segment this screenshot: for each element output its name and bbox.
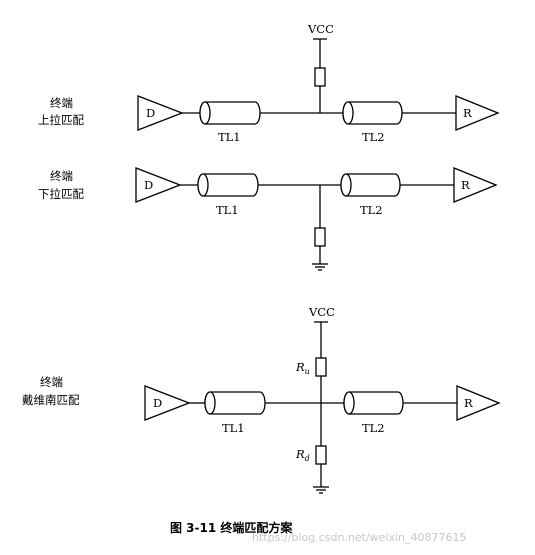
- driver-buffer: [135, 167, 182, 203]
- thevenin-title-line2: 戴维南匹配: [22, 393, 80, 407]
- thevenin-section: 终端 戴维南匹配 D TL1 TL2 VCC Ru: [22, 305, 501, 494]
- vcc-label: VCC: [307, 22, 334, 36]
- tl1-label: TL1: [222, 421, 245, 435]
- ground-icon: [312, 263, 328, 271]
- receiver-buffer: [453, 167, 498, 203]
- driver-label: D: [153, 396, 162, 410]
- driver-label: D: [146, 106, 155, 120]
- tl2-transmission-line: TL2: [340, 173, 401, 217]
- receiver-label: R: [464, 396, 473, 410]
- pull-down-title-line1: 终端: [50, 169, 73, 183]
- figure-caption: 图 3-11 终端匹配方案: [170, 520, 293, 535]
- ru-label: Ru: [295, 360, 310, 376]
- receiver-buffer: [455, 95, 500, 131]
- tl1-label: TL1: [218, 130, 241, 144]
- tl2-label: TL2: [362, 421, 385, 435]
- pull-down-title-line2: 下拉匹配: [38, 187, 84, 201]
- tl1-label: TL1: [216, 203, 239, 217]
- tl2-transmission-line: TL2: [343, 391, 404, 435]
- watermark-text: https://blog.csdn.net/weixin_40877615: [252, 531, 467, 544]
- receiver-buffer: [456, 385, 501, 421]
- tl1-transmission-line: TL1: [204, 391, 266, 435]
- tl1-transmission-line: TL1: [197, 173, 259, 217]
- pull-up-title-line1: 终端: [50, 96, 73, 110]
- tl2-transmission-line: TL2: [342, 101, 403, 144]
- tl2-label: TL2: [360, 203, 383, 217]
- ru-resistor: [315, 357, 327, 377]
- driver-buffer: [137, 95, 184, 131]
- driver-buffer: [144, 385, 191, 421]
- receiver-label: R: [463, 106, 472, 120]
- pull-down-section: 终端 下拉匹配 D TL1 TL2 R: [38, 167, 498, 271]
- vcc-label: VCC: [308, 305, 335, 319]
- pull-down-resistor: [314, 227, 326, 247]
- tl1-transmission-line: TL1: [199, 101, 261, 144]
- receiver-label: R: [461, 178, 470, 192]
- pull-up-section: 终端 上拉匹配 D TL1 TL2 VCC R: [38, 22, 500, 144]
- thevenin-title-line1: 终端: [40, 375, 63, 389]
- pull-up-resistor: [314, 67, 326, 87]
- rd-resistor: [315, 445, 327, 465]
- driver-label: D: [144, 178, 153, 192]
- pull-up-title-line2: 上拉匹配: [38, 113, 84, 127]
- rd-label: Rd: [295, 447, 310, 463]
- ground-icon: [313, 486, 329, 494]
- tl2-label: TL2: [362, 130, 385, 144]
